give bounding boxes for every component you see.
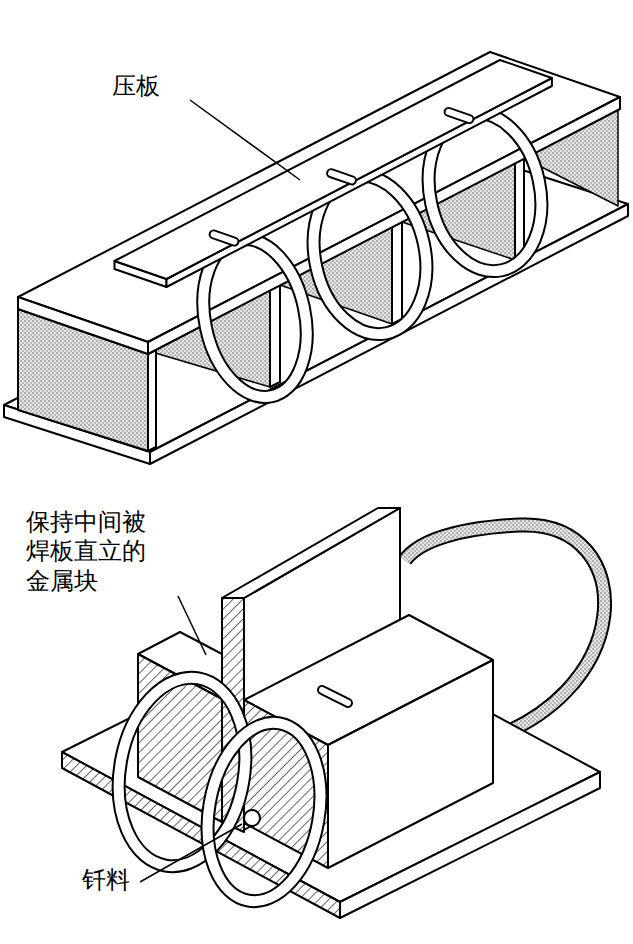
part-label: 钎料	[82, 866, 130, 895]
block-slot	[322, 690, 348, 703]
t-joint-figure	[62, 508, 600, 918]
leader-line	[140, 824, 242, 882]
clamp-ring	[104, 668, 333, 911]
box-beam-figure	[4, 52, 628, 464]
leader-line	[190, 100, 300, 180]
plate-slot	[214, 112, 470, 242]
part-label: 压板	[112, 72, 160, 101]
leader-line	[178, 596, 206, 655]
pressure-plate	[115, 60, 552, 287]
part-label: 保持中间被焊板直立的金属块	[26, 508, 148, 596]
filler-metal	[244, 810, 260, 826]
